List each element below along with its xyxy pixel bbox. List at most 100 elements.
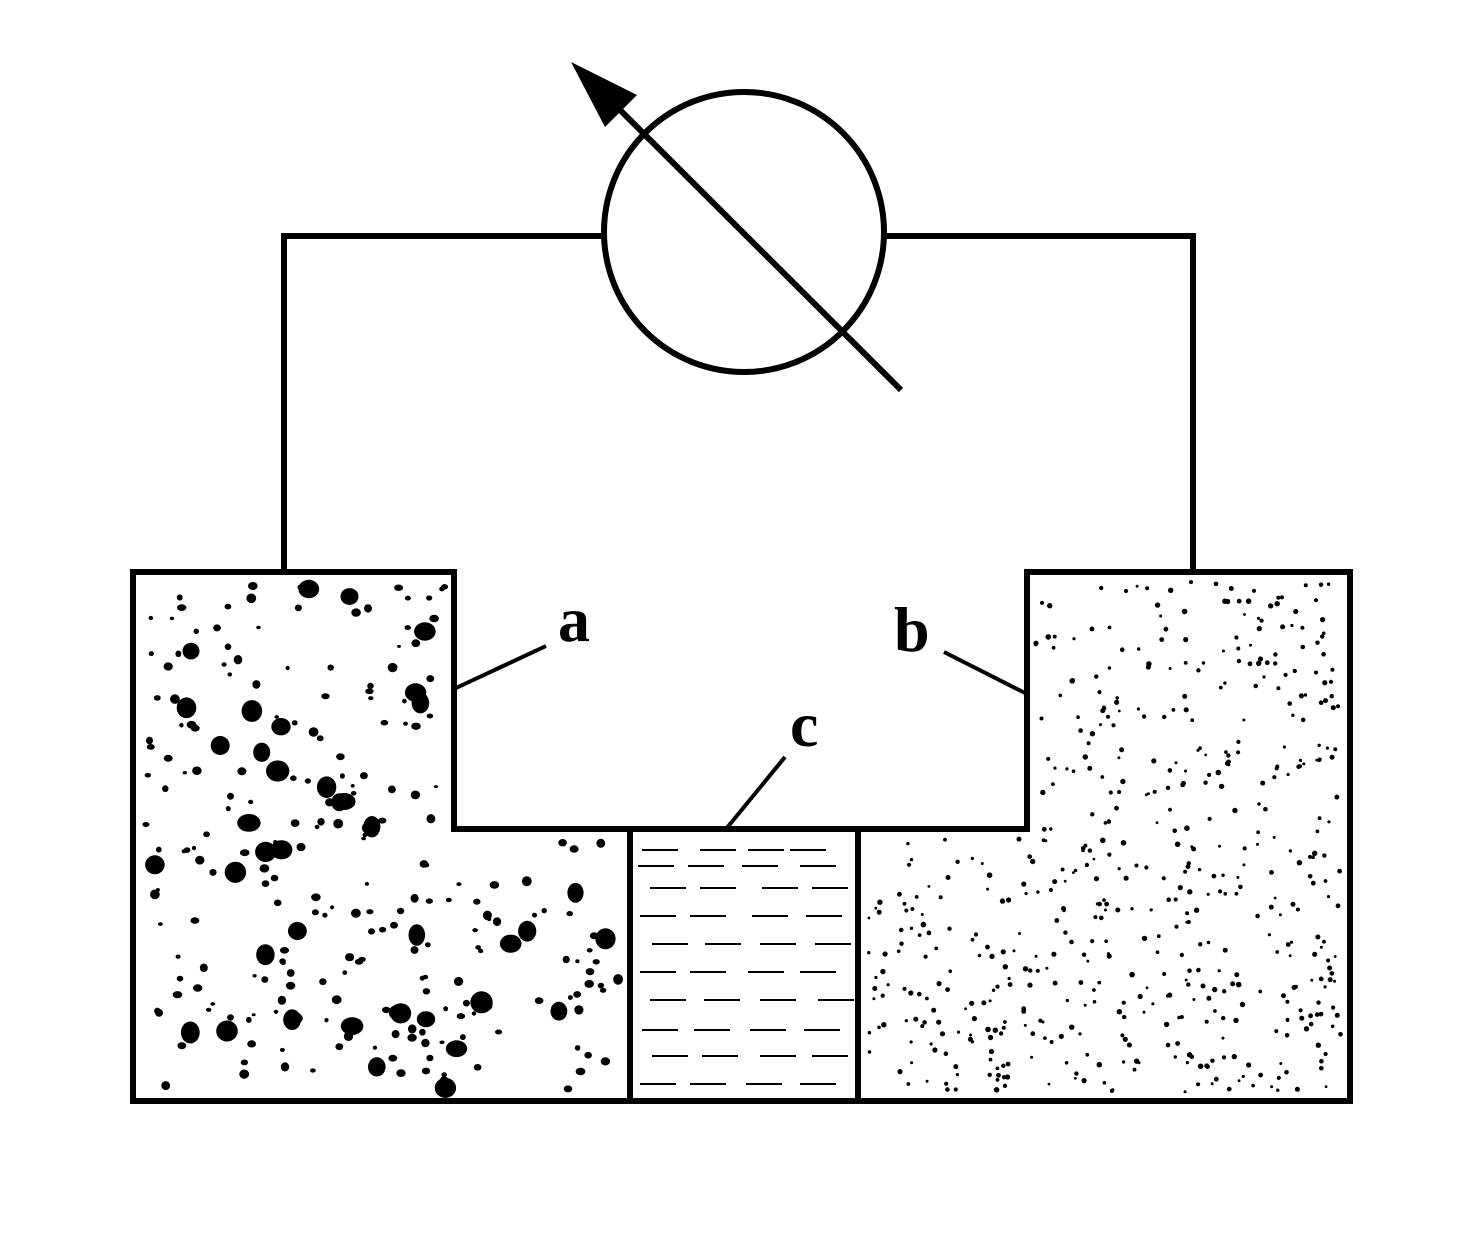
fine-grain [1072, 637, 1076, 641]
fine-grain [1012, 949, 1016, 953]
small-grain [478, 948, 484, 954]
small-grain [172, 991, 183, 999]
small-grain [248, 799, 254, 805]
small-grain [279, 1047, 285, 1052]
fine-grain [1290, 901, 1296, 907]
small-grain [574, 1045, 581, 1051]
small-grain [596, 838, 606, 848]
fine-grain [1253, 683, 1258, 689]
fine-grain [1069, 939, 1074, 945]
small-grain [482, 1001, 493, 1011]
fine-grain [1228, 586, 1234, 591]
fine-grain [973, 932, 979, 937]
fine-grain [1221, 1055, 1227, 1060]
fine-grain [877, 899, 883, 905]
fine-grain [907, 862, 912, 867]
fine-grain [1313, 598, 1319, 603]
small-grain [390, 921, 398, 929]
fine-grain [1022, 966, 1029, 972]
fine-grain [1318, 1011, 1324, 1017]
small-grain [402, 698, 407, 704]
fine-grain [1104, 939, 1108, 943]
small-grain [597, 982, 605, 989]
small-grain [225, 806, 231, 812]
fine-grain [1006, 897, 1012, 903]
fine-grain [1041, 826, 1047, 832]
fine-grain [1222, 947, 1228, 953]
small-grain [190, 917, 200, 924]
fine-grain [1283, 672, 1288, 678]
small-grain [227, 672, 233, 677]
fine-grain [897, 891, 902, 897]
small-grain [366, 909, 374, 915]
fine-grain [1168, 587, 1174, 593]
small-grain [259, 864, 270, 873]
fine-grain [1247, 661, 1253, 667]
fine-grain [917, 991, 922, 997]
fine-grain [1310, 978, 1314, 982]
small-grain [584, 979, 594, 988]
fine-grain [1123, 875, 1129, 881]
fine-grain [1136, 707, 1140, 711]
fine-grain [989, 953, 995, 960]
small-grain [335, 1043, 344, 1051]
fine-grain [874, 906, 878, 910]
fine-grain [1122, 1036, 1128, 1042]
small-grain [251, 1013, 256, 1017]
left-block [130, 569, 633, 1104]
fine-grain [1273, 661, 1278, 666]
small-grain [291, 720, 298, 726]
fine-grain [1330, 1024, 1335, 1029]
fine-grain [1196, 668, 1201, 673]
fine-grain [1291, 713, 1295, 717]
small-grain [347, 800, 355, 808]
small-grain [534, 997, 544, 1005]
fine-grain [1177, 885, 1183, 891]
fine-grain [939, 1031, 946, 1037]
small-grain [558, 839, 567, 847]
coarse-grain [567, 882, 584, 903]
fine-grain [1255, 913, 1260, 919]
small-grain [170, 694, 180, 704]
coarse-grain [434, 1077, 457, 1098]
small-grain [407, 1024, 417, 1034]
fine-grain [1267, 933, 1271, 937]
fine-grain [1084, 862, 1090, 868]
fine-grain [1336, 704, 1340, 709]
small-grain [279, 958, 286, 965]
fine-grain [1141, 935, 1148, 942]
fine-grain [1338, 1032, 1343, 1037]
fine-grain [985, 944, 990, 950]
circuit-wires [281, 233, 1196, 572]
small-grain [453, 976, 464, 986]
small-grain [426, 1054, 434, 1062]
fine-grain [1090, 939, 1095, 944]
fine-grain [1210, 1082, 1214, 1086]
fine-grain [1173, 897, 1178, 902]
small-grain [237, 767, 247, 776]
fine-grain [1292, 668, 1298, 674]
fine-grain [1337, 868, 1342, 874]
left-block-grains [142, 579, 623, 1098]
fine-grain [1312, 951, 1318, 957]
fine-grain [1281, 993, 1286, 999]
small-grain [321, 693, 330, 700]
small-grain [400, 1014, 407, 1021]
fine-grain [1002, 1083, 1008, 1089]
small-grain [322, 912, 328, 918]
fine-grain [1137, 993, 1143, 1000]
coarse-grain [390, 1003, 412, 1024]
small-grain [396, 1069, 406, 1077]
fine-grain [880, 968, 886, 975]
fine-grain [1161, 876, 1166, 881]
fine-grain [1183, 1090, 1187, 1094]
fine-grain [1116, 1009, 1123, 1015]
small-grain [493, 917, 502, 926]
coarse-grain [368, 1057, 386, 1077]
small-grain [367, 928, 376, 935]
small-grain [419, 1028, 426, 1036]
fine-grain [1123, 588, 1129, 594]
small-grain [365, 688, 374, 695]
small-grain [193, 628, 199, 635]
